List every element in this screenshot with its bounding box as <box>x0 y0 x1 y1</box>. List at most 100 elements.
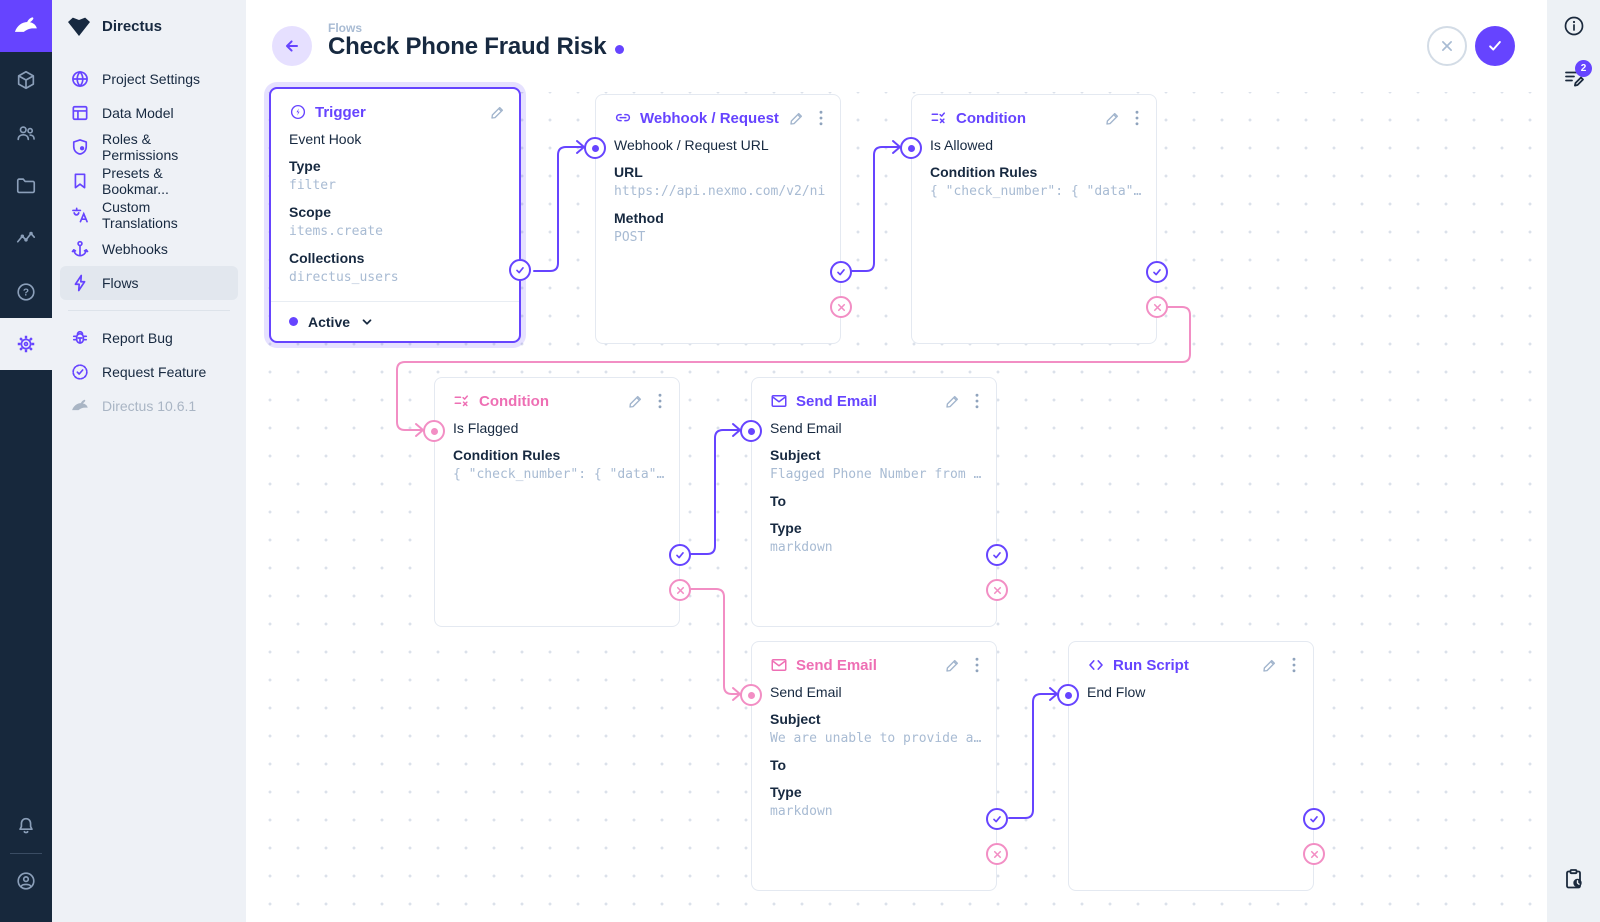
user-directory-icon[interactable] <box>0 107 52 159</box>
breadcrumb[interactable]: Flows <box>328 21 363 35</box>
bookmark-icon <box>70 171 90 191</box>
sidebar-item-webhooks[interactable]: Webhooks <box>60 232 238 266</box>
edit-note-icon[interactable]: 2 <box>1547 52 1600 104</box>
save-button[interactable] <box>1475 26 1515 66</box>
options-menu-icon[interactable] <box>1287 657 1301 673</box>
field-label: Type <box>770 520 802 536</box>
discard-changes-button[interactable] <box>1427 26 1467 66</box>
reject-connector[interactable] <box>1303 843 1325 865</box>
flow-node-send-email-unable[interactable]: Send Email Send Email Subject We are una… <box>740 641 1008 891</box>
sidebar-item-roles-permissions[interactable]: Roles & Permissions <box>60 130 238 164</box>
insights-icon[interactable] <box>0 213 52 265</box>
field-value: directus_users <box>289 270 399 285</box>
content-cube-icon[interactable] <box>0 54 52 106</box>
edit-icon[interactable] <box>1104 109 1122 127</box>
condition-rule-icon <box>931 112 945 124</box>
account-circle-icon[interactable] <box>0 855 52 907</box>
file-library-icon[interactable] <box>0 160 52 212</box>
module-bar: ? <box>0 0 52 922</box>
info-icon[interactable] <box>1547 0 1600 52</box>
options-menu-icon[interactable] <box>1130 110 1144 126</box>
edit-icon[interactable] <box>944 392 962 410</box>
flow-node-condition-allowed[interactable]: Condition Is Allowed Condition Rules { "… <box>900 94 1168 344</box>
reject-connector[interactable] <box>669 579 691 601</box>
code-icon <box>1089 660 1103 670</box>
field-value: markdown <box>770 540 833 555</box>
sidebar-item-custom-translations[interactable]: Custom Translations <box>60 198 238 232</box>
reject-connector[interactable] <box>830 296 852 318</box>
bug-icon <box>70 328 90 348</box>
edit-icon[interactable] <box>1261 656 1279 674</box>
field-label: Condition Rules <box>930 164 1038 180</box>
field-label: To <box>770 757 787 773</box>
options-menu-icon[interactable] <box>814 110 828 126</box>
revisions-clipboard-icon[interactable] <box>1547 853 1600 905</box>
flow-node-condition-flagged[interactable]: Condition Is Flagged Condition Rules { "… <box>423 377 691 627</box>
rabbit-icon <box>14 17 37 32</box>
edit-icon[interactable] <box>489 103 507 121</box>
sidebar-item-project-settings[interactable]: Project Settings <box>60 62 238 96</box>
resolve-connector[interactable] <box>669 544 691 566</box>
flow-node-run-script[interactable]: Run Script End Flow <box>1057 641 1325 891</box>
operation-name: Send Email <box>770 684 842 700</box>
field-label: URL <box>614 164 643 180</box>
sidebar-item-label: Roles & Permissions <box>102 131 179 163</box>
field-value: https://api.nexmo.com/v2/ni <box>614 184 826 199</box>
sidebar-item-presets-bookmarks[interactable]: Presets & Bookmar... <box>60 164 238 198</box>
flow-node-webhook[interactable]: Webhook / Request URL Webhook / Request … <box>584 94 852 344</box>
resolve-connector[interactable] <box>986 808 1008 830</box>
sidebar-item-label: Custom Translations <box>102 199 178 231</box>
bolt-icon <box>70 273 90 293</box>
options-menu-icon[interactable] <box>970 657 984 673</box>
resolve-connector[interactable] <box>830 261 852 283</box>
status-dot <box>289 317 298 326</box>
input-connector[interactable] <box>740 420 762 442</box>
node-title: Webhook / Request URL <box>640 109 780 127</box>
sidebar-item-data-model[interactable]: Data Model <box>60 96 238 130</box>
notifications-bell-icon[interactable] <box>0 800 52 852</box>
sidebar-item-label: Request Feature <box>102 364 207 380</box>
back-button[interactable] <box>272 26 312 66</box>
field-label: Type <box>289 158 321 174</box>
input-connector[interactable] <box>900 137 922 159</box>
reject-connector[interactable] <box>986 843 1008 865</box>
sidebar-divider <box>68 310 230 311</box>
flow-node-trigger[interactable]: Trigger Event Hook Type filter Scope ite… <box>269 87 531 343</box>
page-title: Check Phone Fraud Risk <box>328 33 607 60</box>
project-header[interactable]: Directus <box>52 0 246 52</box>
settings-gear-icon[interactable] <box>0 318 52 370</box>
sidebar-item-request-feature[interactable]: Request Feature <box>60 355 238 389</box>
resolve-connector[interactable] <box>509 259 531 281</box>
input-connector[interactable] <box>740 684 762 706</box>
edit-icon[interactable] <box>627 392 645 410</box>
resolve-connector[interactable] <box>1303 808 1325 830</box>
flow-status-toggle[interactable]: Active <box>271 301 519 341</box>
field-label: To <box>770 493 787 509</box>
operation-name: Is Allowed <box>930 137 994 153</box>
resolve-connector[interactable] <box>1146 261 1168 283</box>
options-menu-icon[interactable] <box>653 393 667 409</box>
flow-canvas[interactable]: Flows Check Phone Fraud Risk Trigger <box>246 0 1547 922</box>
notifications-badge: 2 <box>1575 60 1592 77</box>
resolve-connector[interactable] <box>986 544 1008 566</box>
reject-connector[interactable] <box>1146 296 1168 318</box>
reject-connector[interactable] <box>986 579 1008 601</box>
sidebar-item-report-bug[interactable]: Report Bug <box>60 321 238 355</box>
options-menu-icon[interactable] <box>970 393 984 409</box>
field-value: { "check_number": { "data"… <box>930 184 1142 199</box>
badge-check-icon <box>70 362 90 382</box>
sidebar-item-label: Project Settings <box>102 71 201 87</box>
edit-icon[interactable] <box>788 109 806 127</box>
input-connector[interactable] <box>584 137 606 159</box>
sidebar-item-flows[interactable]: Flows <box>60 266 238 300</box>
input-connector[interactable] <box>423 420 445 442</box>
project-name: Directus <box>102 17 163 35</box>
directus-rabbit-logo[interactable] <box>0 0 52 52</box>
sidebar-item-label: Report Bug <box>102 330 173 346</box>
node-title: Condition <box>956 109 1026 127</box>
input-connector[interactable] <box>1057 684 1079 706</box>
rabbit-icon <box>70 396 90 416</box>
edit-icon[interactable] <box>944 656 962 674</box>
flow-node-send-email-flagged[interactable]: Send Email Send Email Subject Flagged Ph… <box>740 377 1008 627</box>
help-icon[interactable]: ? <box>0 266 52 318</box>
